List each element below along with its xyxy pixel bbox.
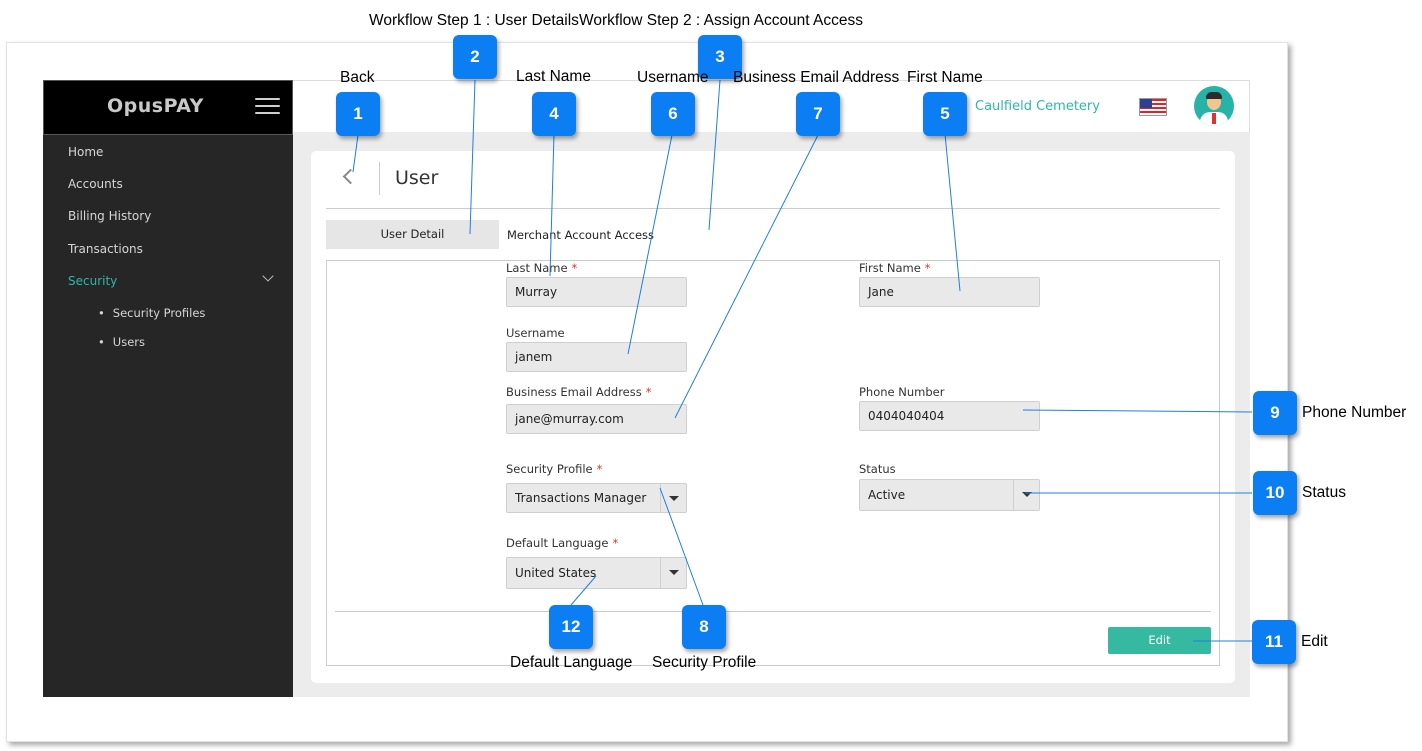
callout-badge-12: 12 — [549, 605, 593, 649]
first-name-field[interactable]: Jane — [859, 277, 1040, 307]
callout-badge-7: 7 — [796, 92, 840, 136]
caption-edit: Edit — [1301, 633, 1328, 650]
phone-field[interactable]: 0404040404 — [859, 401, 1040, 431]
email-field[interactable]: jane@murray.com — [506, 404, 687, 434]
status-select[interactable]: Active — [859, 479, 1040, 511]
page-title: User — [395, 167, 439, 189]
brand-header: OpusPAY — [43, 80, 293, 135]
sidebar — [43, 80, 293, 697]
callout-badge-3: 3 — [698, 35, 742, 79]
dropdown-arrow-icon[interactable] — [660, 484, 686, 512]
caption-security-profile: Security Profile — [652, 654, 757, 671]
default-language-select[interactable]: United States — [506, 557, 687, 589]
phone-label: Phone Number — [859, 385, 945, 399]
last-name-field[interactable]: Murray — [506, 277, 687, 307]
callout-badge-5: 5 — [923, 92, 967, 136]
default-language-label: Default Language* — [506, 536, 619, 550]
form-divider — [335, 611, 1211, 612]
first-name-label: First Name* — [859, 261, 931, 275]
user-avatar-icon[interactable] — [1194, 86, 1234, 126]
us-flag-icon[interactable] — [1139, 98, 1167, 116]
title-underline — [326, 208, 1220, 209]
status-label: Status — [859, 462, 896, 476]
caption-business-email: Business Email Address — [733, 69, 900, 86]
dropdown-arrow-icon[interactable] — [1013, 480, 1039, 510]
caption-status: Status — [1302, 484, 1346, 501]
callout-badge-4: 4 — [532, 92, 576, 136]
sidebar-subitem-security-profiles[interactable]: Security Profiles — [98, 306, 206, 320]
title-divider — [379, 162, 380, 195]
sidebar-item-accounts[interactable]: Accounts — [68, 177, 123, 191]
company-name[interactable]: Caulfield Cemetery — [975, 99, 1100, 114]
username-field[interactable]: janem — [506, 342, 687, 372]
tab-merchant-account-access[interactable]: Merchant Account Access — [507, 228, 655, 242]
form-panel — [326, 260, 1220, 666]
callout-badge-2: 2 — [453, 35, 497, 79]
callout-badge-1: 1 — [336, 92, 380, 136]
caption-last-name: Last Name — [516, 68, 591, 85]
default-language-value: United States — [515, 566, 597, 580]
callout-badge-8: 8 — [682, 605, 726, 649]
last-name-label: Last Name* — [506, 261, 578, 275]
caption-username: Username — [637, 69, 709, 86]
email-label: Business Email Address* — [506, 385, 652, 399]
menu-icon[interactable] — [255, 98, 280, 116]
sidebar-subitem-users[interactable]: Users — [98, 335, 145, 349]
sidebar-item-security[interactable]: Security — [68, 274, 118, 288]
security-profile-label: Security Profile* — [506, 462, 603, 476]
workflow-step-2-caption: Workflow Step 2 : Assign Account Access — [579, 12, 864, 29]
callout-badge-11: 11 — [1252, 620, 1296, 664]
callout-badge-9: 9 — [1253, 391, 1297, 435]
caption-back: Back — [340, 69, 375, 86]
workflow-step-1-caption: Workflow Step 1 : User Details — [369, 12, 579, 29]
username-label: Username — [506, 326, 565, 340]
brand-name: OpusPAY — [107, 95, 204, 117]
security-profile-select[interactable]: Transactions Manager — [506, 483, 687, 513]
caption-phone-number: Phone Number — [1302, 404, 1407, 421]
caption-default-language: Default Language — [510, 654, 633, 671]
dropdown-arrow-icon[interactable] — [660, 558, 686, 588]
callout-badge-10: 10 — [1253, 471, 1297, 515]
sidebar-item-home[interactable]: Home — [68, 145, 104, 159]
security-profile-value: Transactions Manager — [515, 491, 647, 505]
callout-badge-6: 6 — [651, 92, 695, 136]
status-value: Active — [868, 488, 906, 502]
sidebar-item-billing-history[interactable]: Billing History — [68, 209, 152, 223]
sidebar-item-transactions[interactable]: Transactions — [68, 242, 143, 256]
caption-first-name: First Name — [907, 69, 983, 86]
top-bar — [293, 80, 1250, 132]
